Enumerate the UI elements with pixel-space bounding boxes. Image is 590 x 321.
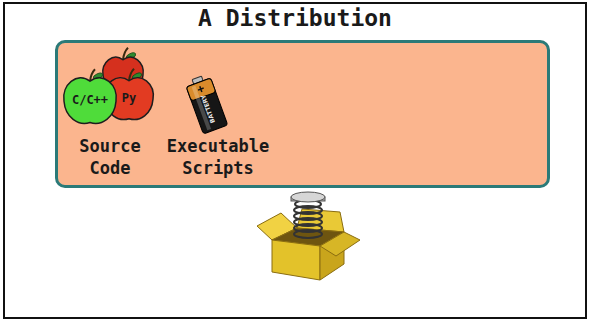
spring-coil [294,200,322,238]
diagram-title: A Distribution [0,4,590,32]
component-label: Executable Scripts [157,135,279,179]
spring-plate [291,192,325,202]
component-label: Source Code [65,135,155,179]
spring-coil [294,230,322,238]
distribution-panel: Source CodeExecutable ScriptsC/C++Py [55,40,550,188]
apple-shape [105,69,154,120]
box-front [272,240,320,280]
language-label: C/C++ [62,92,118,108]
image-frame [4,3,586,318]
green-apple: C/C++ [62,70,118,126]
box-right-flap [320,232,360,256]
apple-body [105,78,154,120]
